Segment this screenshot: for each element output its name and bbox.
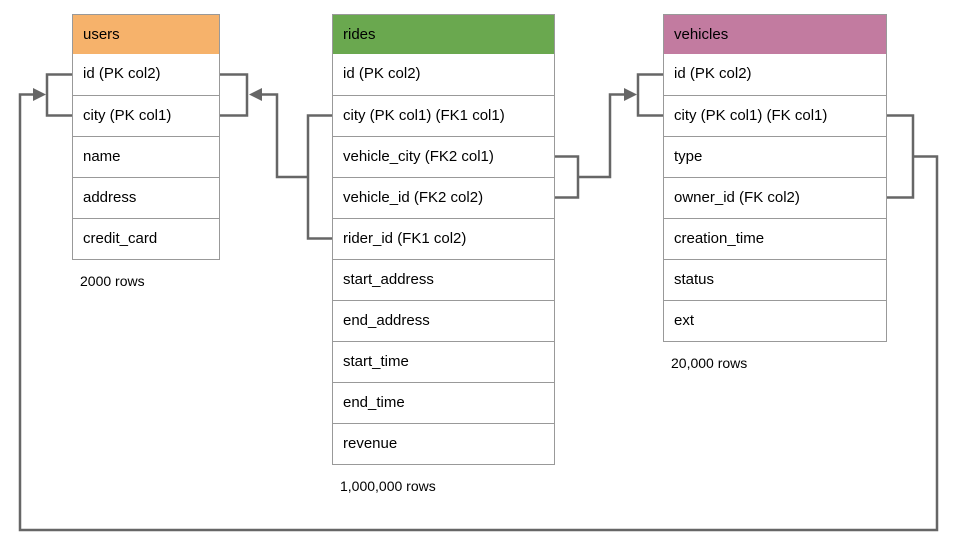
table-row: vehicle_id (FK2 col2) — [333, 177, 554, 218]
rides-left-bracket — [306, 114, 332, 240]
table-row: city (PK col1) (FK1 col1) — [333, 95, 554, 136]
table-row: vehicle_city (FK2 col1) — [333, 136, 554, 177]
row-count-label: 2000 rows — [80, 273, 145, 289]
table-row: rider_id (FK1 col2) — [333, 218, 554, 259]
table-row: creation_time — [664, 218, 886, 259]
users-left-bracket — [45, 73, 72, 117]
table-row: id (PK col2) — [73, 54, 219, 95]
table-row: address — [73, 177, 219, 218]
vehicles-to-users-loop — [18, 93, 939, 532]
table-vehicles-header: vehicles — [664, 15, 886, 54]
table-row: start_time — [333, 341, 554, 382]
vehicles-left-bracket — [636, 73, 663, 117]
rides-to-vehicles-arrowhead — [624, 88, 637, 101]
table-rides-box: rides id (PK col2) city (PK col1) (FK1 c… — [332, 14, 555, 465]
table-vehicles: vehicles id (PK col2) city (PK col1) (FK… — [663, 14, 887, 371]
rides-to-users-arrowhead — [249, 88, 262, 101]
table-rides: rides id (PK col2) city (PK col1) (FK1 c… — [332, 14, 555, 494]
table-row: type — [664, 136, 886, 177]
users-right-bracket — [220, 73, 249, 117]
table-row: name — [73, 136, 219, 177]
table-row: start_address — [333, 259, 554, 300]
vehicles-to-users-arrowhead — [33, 88, 46, 101]
table-row: ext — [664, 300, 886, 341]
vehicles-right-bracket — [887, 114, 915, 199]
row-count-label: 20,000 rows — [671, 355, 748, 371]
rides-to-vehicles-link — [578, 93, 624, 179]
table-row: end_address — [333, 300, 554, 341]
table-users-box: users id (PK col2) city (PK col1) name a… — [72, 14, 220, 260]
table-row: status — [664, 259, 886, 300]
rides-right-bracket — [555, 155, 580, 199]
rides-to-users-link — [261, 93, 308, 179]
table-rides-header: rides — [333, 15, 554, 54]
table-row: city (PK col1) (FK col1) — [664, 95, 886, 136]
table-row: id (PK col2) — [664, 54, 886, 95]
row-count-label: 1,000,000 rows — [340, 478, 436, 494]
table-vehicles-box: vehicles id (PK col2) city (PK col1) (FK… — [663, 14, 887, 342]
table-users: users id (PK col2) city (PK col1) name a… — [72, 14, 220, 289]
table-row: revenue — [333, 423, 554, 464]
table-row: city (PK col1) — [73, 95, 219, 136]
table-row: credit_card — [73, 218, 219, 259]
table-users-header: users — [73, 15, 219, 54]
table-row: owner_id (FK col2) — [664, 177, 886, 218]
table-row: id (PK col2) — [333, 54, 554, 95]
table-row: end_time — [333, 382, 554, 423]
